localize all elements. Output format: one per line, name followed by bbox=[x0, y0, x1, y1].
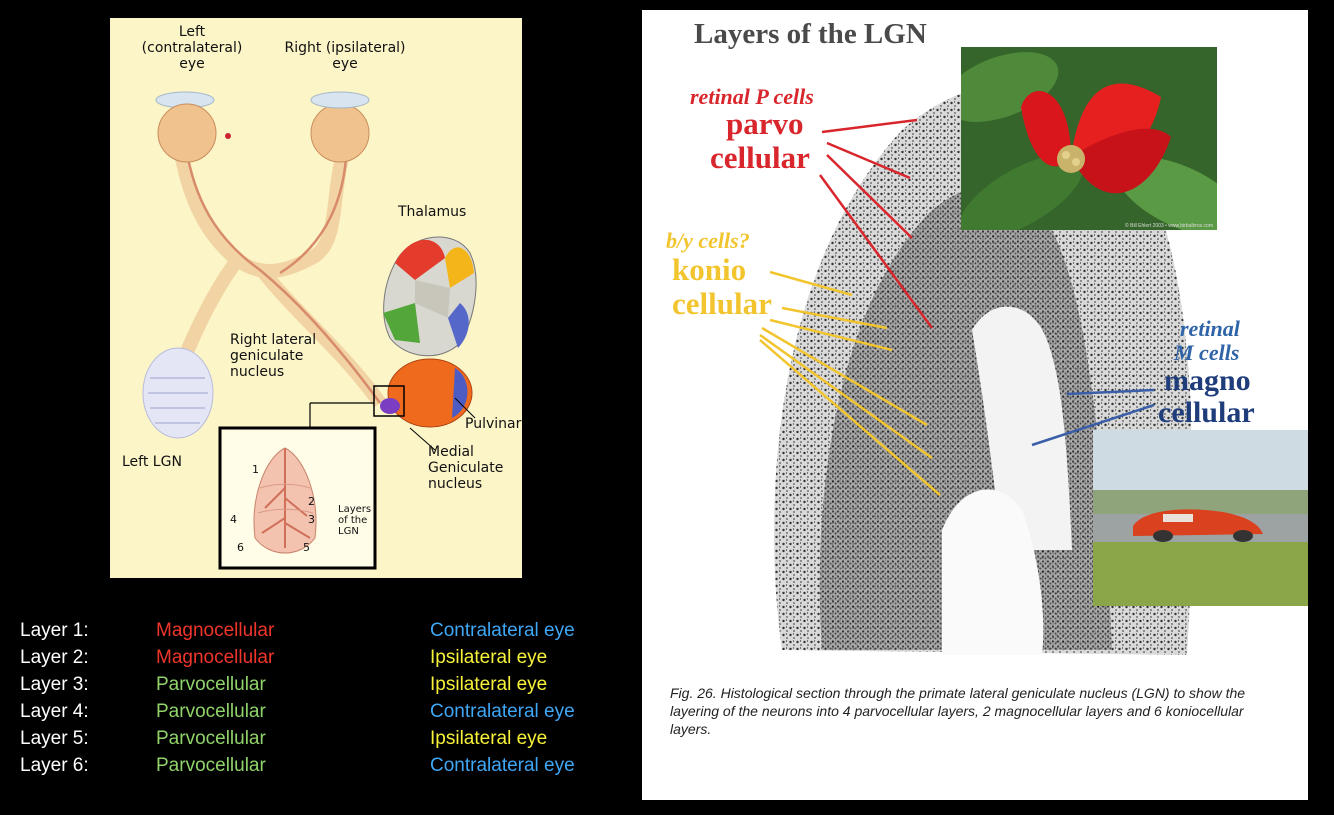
right-eye-lens bbox=[310, 91, 370, 109]
figure-title: Layers of the LGN bbox=[694, 18, 927, 50]
left-eye-label: Left (contralateral) eye bbox=[141, 24, 243, 72]
fiber-path bbox=[186, 157, 382, 404]
m-cells-label-1: retinal bbox=[1180, 316, 1240, 341]
visual-pathway-drawing bbox=[142, 91, 477, 570]
eye-source: Ipsilateral eye bbox=[430, 728, 548, 749]
eye-source: Contralateral eye bbox=[430, 701, 575, 722]
lgn-hilus bbox=[972, 306, 1072, 550]
eye-source: Ipsilateral eye bbox=[430, 647, 548, 668]
lgn-histology-figure: Layers of the LGN retinal P cells parvo … bbox=[642, 10, 1308, 800]
cell-type: Parvocellular bbox=[156, 728, 266, 749]
inset-number: 6 bbox=[237, 541, 244, 554]
layer-number: Layer 5: bbox=[20, 728, 89, 749]
cell-type: Parvocellular bbox=[156, 674, 266, 695]
medial-geniculate-label: Medial Geniculate nucleus bbox=[428, 444, 504, 492]
inset-number: 3 bbox=[308, 513, 315, 526]
cell-type: Parvocellular bbox=[156, 755, 266, 776]
pulvinar-label: Pulvinar bbox=[465, 416, 522, 432]
konio-arrows bbox=[759, 270, 941, 496]
right-lgn bbox=[380, 398, 400, 414]
eye-source: Ipsilateral eye bbox=[430, 674, 548, 695]
cell-type: Magnocellular bbox=[156, 620, 275, 641]
left-eye bbox=[157, 103, 217, 163]
layer-number: Layer 1: bbox=[20, 620, 89, 641]
red-flower-photo: © Bill Ehlert 2003 • www.birbalbros.com bbox=[961, 47, 1217, 230]
layer-number: Layer 4: bbox=[20, 701, 89, 722]
inset-number: 5 bbox=[303, 541, 310, 554]
m-cells-label-2: M cells bbox=[1174, 340, 1240, 365]
layer-number: Layer 3: bbox=[20, 674, 89, 695]
left-optic-tract bbox=[175, 258, 241, 366]
p-cells-label: retinal P cells bbox=[690, 84, 814, 109]
parvo-arrows bbox=[818, 118, 934, 329]
by-cells-label: b/y cells? bbox=[666, 228, 750, 253]
race-car-photo bbox=[1093, 430, 1308, 606]
eye-source: Contralateral eye bbox=[430, 620, 575, 641]
figure-caption: Fig. 26. Histological section through th… bbox=[670, 685, 1246, 737]
inset-number: 1 bbox=[252, 463, 259, 476]
right-eye bbox=[310, 103, 370, 163]
parvo-label-1: parvo bbox=[726, 106, 804, 141]
eye-source: Contralateral eye bbox=[430, 755, 575, 776]
lgn-highlight-box bbox=[373, 385, 405, 417]
left-lgn-label: Left LGN bbox=[122, 454, 182, 470]
inset-layers-label: Layers of the LGN bbox=[338, 504, 372, 537]
visual-pathway-illustration: Left (contralateral) eye Right (ipsilate… bbox=[110, 18, 522, 578]
pulvinar bbox=[387, 358, 473, 428]
cell-type: Parvocellular bbox=[156, 701, 266, 722]
konio-label-1: konio bbox=[672, 252, 747, 287]
thalamus-label: Thalamus bbox=[398, 204, 467, 220]
layer-number: Layer 6: bbox=[20, 755, 89, 776]
konio-label-2: cellular bbox=[672, 286, 772, 321]
inset-number: 2 bbox=[308, 495, 315, 508]
magno-arrows bbox=[1031, 388, 1155, 447]
right-lgn-label: Right lateral geniculate nucleus bbox=[230, 332, 317, 380]
right-eye-label: Right (ipsilateral) eye bbox=[284, 40, 406, 72]
magno-label-1: magno bbox=[1164, 364, 1251, 397]
optic-nerves bbox=[175, 156, 349, 278]
magno-label-2: cellular bbox=[1158, 396, 1255, 429]
inset-number: 4 bbox=[230, 513, 237, 526]
layer-number: Layer 2: bbox=[20, 647, 89, 668]
parvo-label-2: cellular bbox=[710, 140, 810, 175]
photo-credit: © Bill Ehlert 2003 • www.birbalbros.com bbox=[1125, 223, 1213, 229]
cell-type: Magnocellular bbox=[156, 647, 275, 668]
